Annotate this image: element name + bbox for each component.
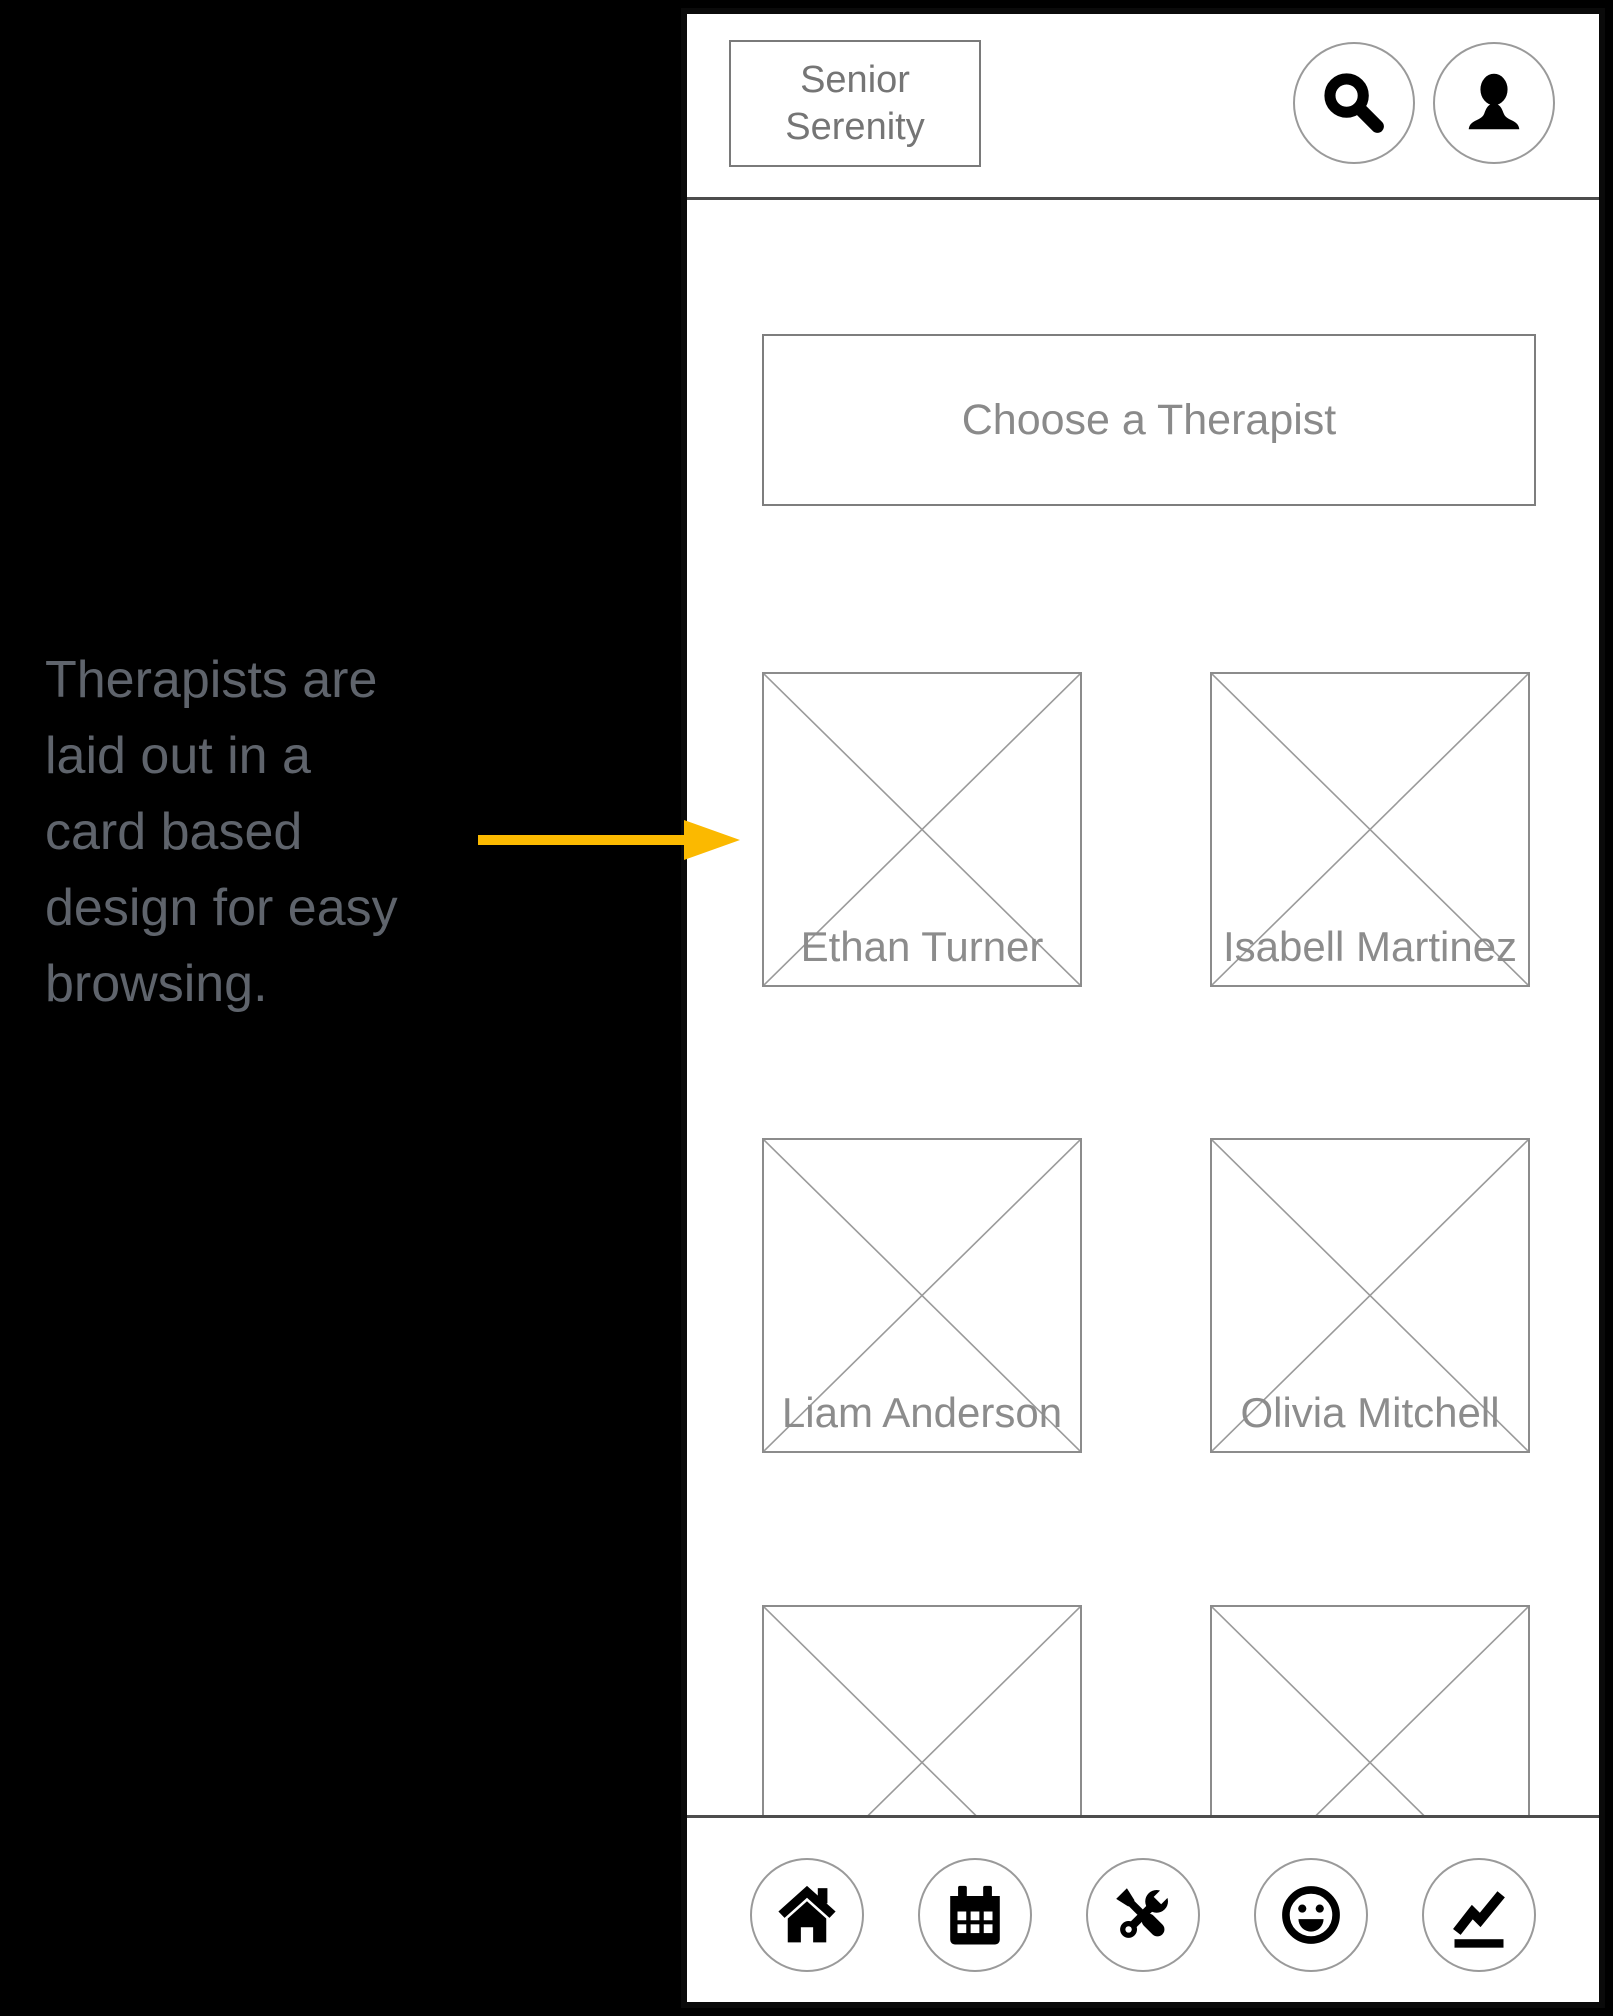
nav-item-progress[interactable]: [1422, 1858, 1536, 1972]
profile-button[interactable]: [1433, 42, 1555, 164]
phone-frame: Senior Serenity Choose a Therapist: [681, 8, 1605, 2008]
user-icon: [1468, 73, 1520, 130]
phone-screen: Senior Serenity Choose a Therapist: [687, 14, 1599, 2002]
nav-item-home[interactable]: [750, 1858, 864, 1972]
therapist-card[interactable]: Liam Anderson: [762, 1138, 1082, 1453]
trend-icon: [1453, 1891, 1505, 1948]
app-logo: Senior Serenity: [729, 40, 981, 167]
nav-item-calendar[interactable]: [918, 1858, 1032, 1972]
search-button[interactable]: [1293, 42, 1415, 164]
choose-therapist-label: Choose a Therapist: [961, 395, 1337, 444]
nav-item-mood[interactable]: [1254, 1858, 1368, 1972]
search-icon: [1324, 73, 1384, 133]
therapist-card[interactable]: Isabell Martinez: [1210, 672, 1530, 987]
therapist-name: Liam Anderson: [781, 1389, 1063, 1436]
therapist-name: Ethan Turner: [800, 923, 1044, 970]
therapist-name: Olivia Mitchell: [1240, 1389, 1500, 1436]
annotation-text: Therapists are laid out in a card based …: [45, 651, 398, 1013]
therapist-card[interactable]: Ethan Turner: [762, 672, 1082, 987]
bottom-nav: [687, 1815, 1599, 2002]
image-placeholder-icon: [764, 1140, 1080, 1451]
tools-icon: [1116, 1887, 1171, 1938]
choose-therapist-button[interactable]: Choose a Therapist: [762, 334, 1536, 506]
pointer-arrow-icon: [478, 820, 740, 860]
image-placeholder-icon: [1212, 674, 1528, 985]
image-placeholder-icon: [764, 674, 1080, 985]
smiley-icon: [1282, 1886, 1340, 1944]
home-icon: [778, 1885, 836, 1943]
therapist-name: Isabell Martinez: [1222, 923, 1518, 970]
nav-item-tools[interactable]: [1086, 1858, 1200, 1972]
app-header: Senior Serenity: [687, 14, 1599, 200]
image-placeholder-icon: [1212, 1140, 1528, 1451]
calendar-icon: [950, 1885, 1000, 1945]
therapist-card[interactable]: Olivia Mitchell: [1210, 1138, 1530, 1453]
